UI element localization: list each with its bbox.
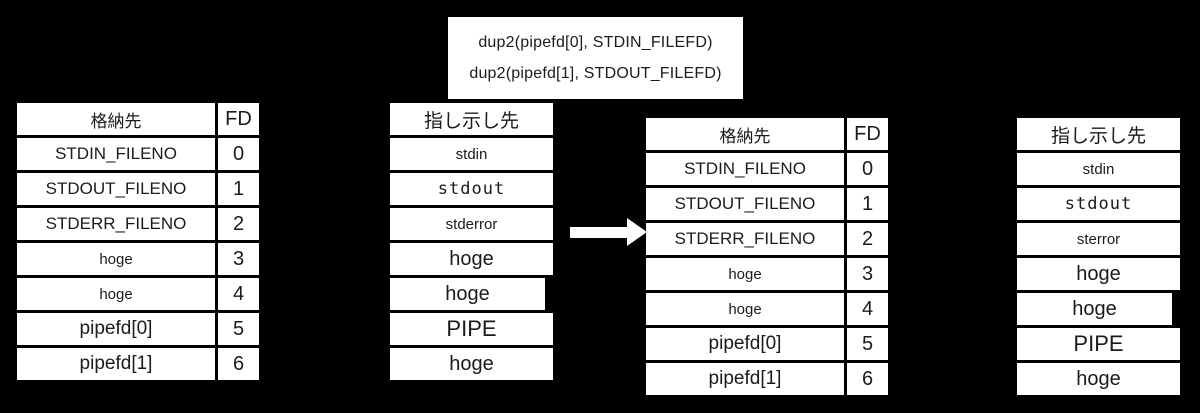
table-row: hoge 4 (646, 293, 888, 325)
table-row: pipefd[0] 5 (17, 313, 259, 345)
fd-number-cell: 1 (218, 173, 259, 205)
fd-name-cell: hoge (17, 243, 215, 275)
fd-number-cell: 5 (218, 313, 259, 345)
fd-name-cell: hoge (646, 293, 844, 325)
storage-header-cell: 格納先 (646, 118, 844, 150)
fd-table-before: 格納先 FD STDIN_FILENO 0 STDOUT_FILENO 1 ST… (17, 103, 259, 380)
fd-number-cell: 0 (847, 153, 888, 185)
fd-name-cell: STDIN_FILENO (646, 153, 844, 185)
fd-name-cell: STDERR_FILENO (17, 208, 215, 240)
pointer-header-cell: 指し示し先 (1017, 118, 1180, 150)
fd-name-cell: hoge (17, 278, 215, 310)
table-row: hoge 3 (646, 258, 888, 290)
pointer-row: hoge (390, 243, 553, 275)
fd-name-cell: pipefd[0] (17, 313, 215, 345)
fd-name-cell: pipefd[0] (646, 328, 844, 360)
fd-name-cell: STDIN_FILENO (17, 138, 215, 170)
pointer-table-after: 指し示し先 stdin stdout sterror hoge hoge PIP… (1017, 118, 1180, 395)
storage-header-cell: 格納先 (17, 103, 215, 135)
fd-number-cell: 6 (218, 348, 259, 380)
fd-name-cell: pipefd[1] (17, 348, 215, 380)
pointer-row: PIPE (1017, 328, 1180, 360)
pointer-table-before: 指し示し先 stdin stdout stderror hoge hoge PI… (390, 103, 553, 380)
arrow-head (627, 218, 647, 246)
fd-number-cell: 2 (847, 223, 888, 255)
fd-number-cell: 6 (847, 363, 888, 395)
dup2-line-2: dup2(pipefd[1], STDOUT_FILEFD) (469, 64, 722, 82)
pointer-row: hoge (1017, 258, 1180, 290)
pointer-row: PIPE (390, 313, 553, 345)
fd-name-cell: STDERR_FILENO (646, 223, 844, 255)
fd-header-cell: FD (847, 118, 888, 150)
table-row: STDERR_FILENO 2 (646, 223, 888, 255)
pointer-row: stderror (390, 208, 553, 240)
fd-number-cell: 2 (218, 208, 259, 240)
pointer-row: stdin (1017, 153, 1180, 185)
fd-table-after: 格納先 FD STDIN_FILENO 0 STDOUT_FILENO 1 ST… (646, 118, 888, 395)
table-row: STDOUT_FILENO 1 (17, 173, 259, 205)
pointer-row: stdout (390, 173, 553, 205)
fd-name-cell: STDOUT_FILENO (646, 188, 844, 220)
pointer-row: hoge (1017, 363, 1180, 395)
table-row: pipefd[0] 5 (646, 328, 888, 360)
fd-name-cell: hoge (646, 258, 844, 290)
pointer-row: hoge (1017, 293, 1172, 325)
table-row: STDERR_FILENO 2 (17, 208, 259, 240)
fd-name-cell: STDOUT_FILENO (17, 173, 215, 205)
table-row: STDIN_FILENO 0 (17, 138, 259, 170)
pointer-row: stdin (390, 138, 553, 170)
table-row: STDIN_FILENO 0 (646, 153, 888, 185)
fd-name-cell: pipefd[1] (646, 363, 844, 395)
fd-number-cell: 0 (218, 138, 259, 170)
fd-number-cell: 3 (218, 243, 259, 275)
dup2-line-1: dup2(pipefd[0], STDIN_FILEFD) (478, 33, 713, 51)
table-header-row: 格納先 FD (17, 103, 259, 135)
pointer-row: hoge (390, 348, 553, 380)
fd-number-cell: 5 (847, 328, 888, 360)
table-header-row: 格納先 FD (646, 118, 888, 150)
fd-number-cell: 1 (847, 188, 888, 220)
table-row: pipefd[1] 6 (17, 348, 259, 380)
fd-number-cell: 3 (847, 258, 888, 290)
arrow-tail (570, 227, 628, 238)
table-row: STDOUT_FILENO 1 (646, 188, 888, 220)
fd-number-cell: 4 (218, 278, 259, 310)
fd-number-cell: 4 (847, 293, 888, 325)
table-row: hoge 3 (17, 243, 259, 275)
pointer-row: stdout (1017, 188, 1180, 220)
pointer-row: hoge (390, 278, 545, 310)
table-row: hoge 4 (17, 278, 259, 310)
pointer-row: sterror (1017, 223, 1180, 255)
table-row: pipefd[1] 6 (646, 363, 888, 395)
fd-header-cell: FD (218, 103, 259, 135)
pointer-header-cell: 指し示し先 (390, 103, 553, 135)
dup2-code-box: dup2(pipefd[0], STDIN_FILEFD) dup2(pipef… (448, 17, 743, 99)
